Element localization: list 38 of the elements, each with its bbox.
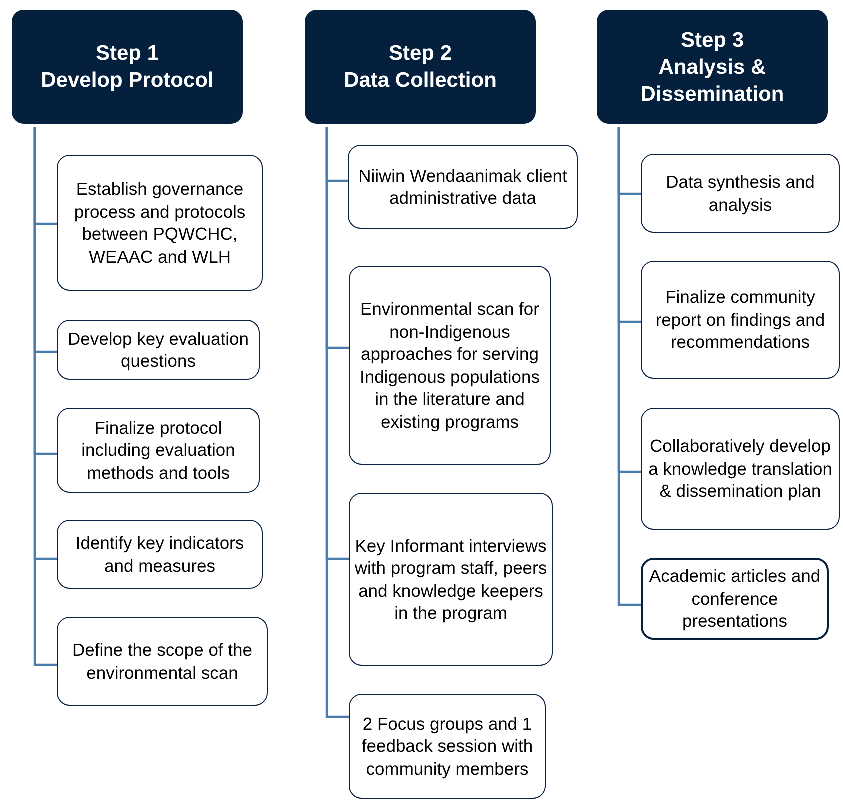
task-text: Develop key evaluation questions: [67, 328, 250, 372]
step-number: Step 3: [680, 28, 744, 54]
task-box: [641, 261, 840, 379]
task-text: Key Informant interviews with program staff, peers and knowledge keepers in the program: [354, 534, 548, 624]
step-number: Step 2: [388, 41, 452, 67]
task-box: [57, 408, 260, 493]
task-box: [57, 320, 260, 380]
step-title: Data Collection: [344, 68, 497, 94]
step-title: Develop Protocol: [41, 68, 214, 94]
task-box: [641, 558, 829, 640]
task-box: [349, 493, 553, 666]
task-text: Environmental scan for non-Indigenous approaches for serving Indigenous populations in the literature and existing programs: [358, 298, 541, 433]
step-title: Analysis & Dissemination: [640, 54, 786, 108]
task-text: Academic articles and conference presentations: [648, 565, 822, 633]
task-box: [57, 155, 263, 291]
task-box: [348, 145, 578, 229]
step-number: Step 1: [96, 41, 160, 67]
task-text: Finalize community report on findings and recommendations: [654, 286, 826, 354]
task-box: [57, 520, 263, 589]
task-text: Finalize protocol including evaluation methods and tools: [80, 416, 236, 484]
step-header-box: [12, 10, 243, 124]
task-text: Niiwin Wendaanimak client administrative data: [358, 164, 568, 210]
step-header-box: [305, 10, 536, 124]
task-text: Collaboratively develop a knowledge translation & dissemination plan: [648, 435, 834, 503]
connector-line: [326, 127, 349, 718]
task-text: Establish governance process and protocols between PQWCHC, WEAAC and WLH: [73, 178, 247, 268]
task-text: Define the scope of the environmental scan: [72, 639, 254, 684]
task-text: 2 Focus groups and 1 feedback session with community members: [360, 712, 534, 780]
task-text: Data synthesis and analysis: [665, 171, 816, 216]
task-box: [641, 154, 840, 233]
task-box: [641, 408, 840, 530]
step-header-box: [597, 10, 828, 124]
connector-line: [34, 127, 57, 666]
connector-line: [618, 127, 641, 606]
task-box: [349, 694, 546, 799]
task-box: [57, 617, 268, 706]
task-box: [349, 266, 551, 465]
task-text: Identify key indicators and measures: [74, 532, 246, 577]
